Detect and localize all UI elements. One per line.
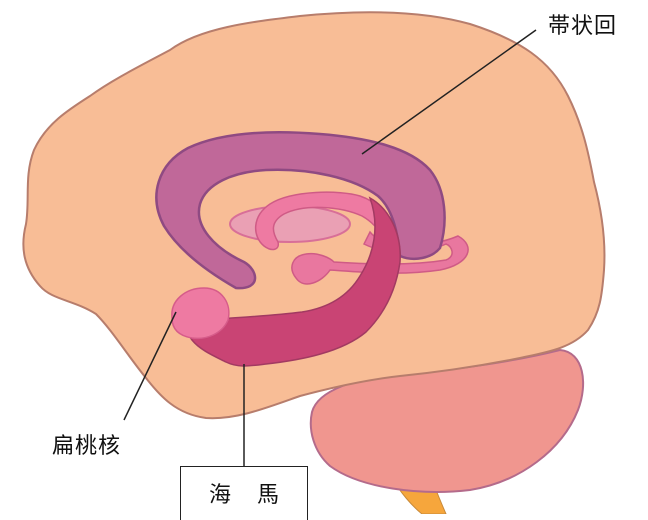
cingulate-gyrus-label: 帯状回 — [548, 16, 617, 38]
hippocampus-label: 海馬 — [181, 485, 307, 507]
amygdala-label: 扁桃核 — [52, 436, 121, 458]
hippocampus-label-box: 海馬 — [180, 466, 308, 520]
amygdala — [172, 288, 229, 338]
